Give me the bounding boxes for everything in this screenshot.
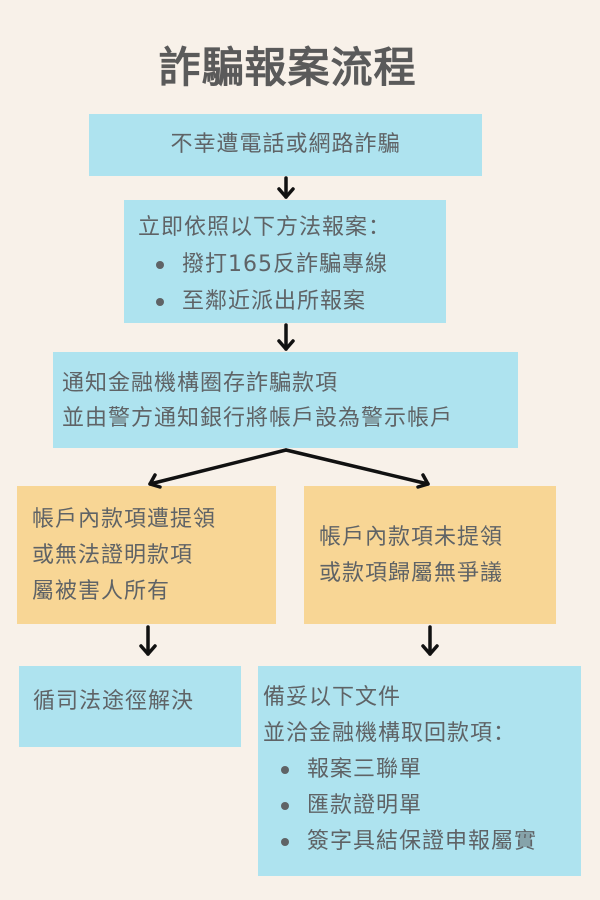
right-result-line: 備妥以下文件 — [263, 685, 402, 710]
step-2-heading: 立即依照以下方法報案： — [138, 215, 392, 240]
bullet-icon — [281, 802, 289, 810]
right-result-bullet: 報案三聯單 — [263, 752, 581, 788]
right-result-line: 並洽金融機構取回款項： — [263, 721, 517, 746]
arrow-down-icon — [277, 323, 295, 351]
right-result-bullet: 簽字具結保證申報屬實 — [263, 824, 581, 860]
page-title: 詐騙報案流程 — [158, 43, 417, 92]
step-2-bullet: 撥打165反詐騙專線 — [138, 246, 446, 283]
step-3-box: 通知金融機構圈存詐騙款項 並由警方通知銀行將帳戶設為警示帳戶 — [53, 352, 518, 448]
step-2-box: 立即依照以下方法報案： 撥打165反詐騙專線 至鄰近派出所報案 — [124, 200, 446, 323]
arrow-down-icon — [139, 625, 157, 656]
left-condition-box: 帳戶內款項遭提領 或無法證明款項 屬被害人所有 — [17, 486, 276, 624]
left-condition-line: 或無法證明款項 — [32, 543, 194, 568]
arrow-down-icon — [277, 176, 295, 199]
right-condition-line: 帳戶內款項未提領 — [319, 525, 504, 550]
right-result-box: 備妥以下文件 並洽金融機構取回款項： 報案三聯單 匯款證明單 簽字具結保證申報屬… — [258, 666, 581, 876]
step-1-text: 不幸遭電話或網路詐騙 — [170, 132, 401, 157]
left-result-text: 循司法途徑解決 — [33, 689, 195, 714]
arrow-down-icon — [421, 625, 439, 656]
right-condition-box: 帳戶內款項未提領 或款項歸屬無爭議 — [304, 486, 556, 624]
bullet-icon — [281, 766, 289, 774]
left-condition-line: 屬被害人所有 — [32, 579, 171, 604]
bullet-icon — [156, 297, 164, 306]
left-condition-line: 帳戶內款項遭提領 — [32, 507, 217, 532]
right-condition-line: 或款項歸屬無爭議 — [319, 561, 504, 586]
step-1-box: 不幸遭電話或網路詐騙 — [89, 114, 482, 176]
arrow-branch-right-icon — [284, 448, 430, 489]
step-3-line: 通知金融機構圈存詐騙款項 — [62, 371, 339, 396]
bullet-icon — [281, 838, 289, 846]
arrow-branch-left-icon — [148, 448, 288, 489]
left-result-box: 循司法途徑解決 — [19, 666, 241, 747]
step-2-bullet: 至鄰近派出所報案 — [138, 283, 446, 320]
step-3-line: 並由警方通知銀行將帳戶設為警示帳戶 — [62, 406, 454, 431]
bullet-icon — [156, 260, 164, 269]
right-result-bullet: 匯款證明單 — [263, 788, 581, 824]
